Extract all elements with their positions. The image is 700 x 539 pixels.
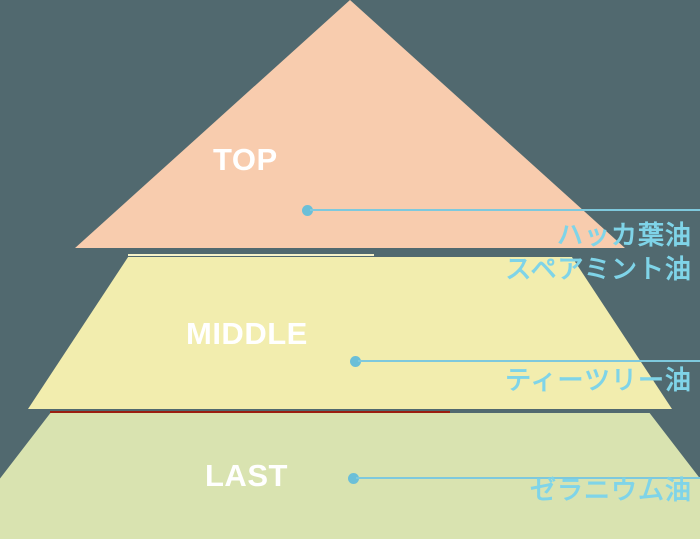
note-item: スペアミント油 [505, 253, 692, 284]
pyramid-tier-middle-label: MIDDLE [186, 316, 308, 351]
pyramid-tier-top-label: TOP [213, 142, 278, 177]
pyramid-tier-top [0, 0, 700, 248]
pyramid-tier-middle [0, 257, 700, 409]
pyramid-tier-last-label: LAST [205, 458, 288, 493]
leader-rule-middle [358, 360, 700, 362]
leader-dot-last-icon [348, 473, 359, 484]
note-item: ゼラニウム油 [529, 475, 692, 505]
note-list-last: ゼラニウム油 [530, 474, 692, 508]
leader-dot-middle-icon [350, 356, 361, 367]
note-item: ハッカ葉油 [556, 220, 692, 250]
note-item: ティーツリー油 [505, 365, 692, 395]
leader-dot-top-icon [302, 205, 313, 216]
last-tier-red-rule [50, 411, 450, 414]
pyramid-tier-middle-shape [28, 257, 672, 409]
middle-tier-top-rule [128, 254, 374, 256]
leader-rule-last [356, 477, 700, 479]
leader-rule-top [310, 209, 700, 211]
note-list-top: ハッカ葉油 スペアミント油 [505, 219, 692, 287]
note-list-middle: ティーツリー油 [505, 364, 692, 398]
